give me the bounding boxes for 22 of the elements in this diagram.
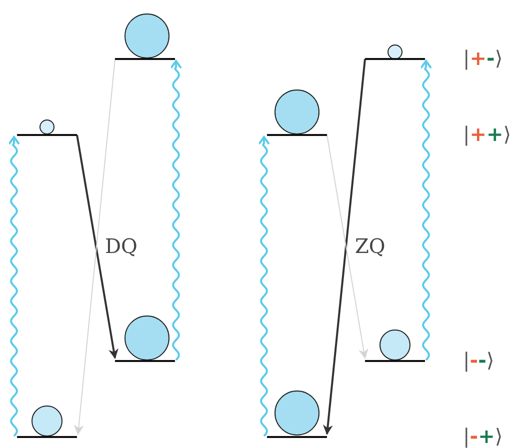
energy-level-line xyxy=(115,58,175,60)
energy-level-line xyxy=(17,436,77,438)
state-label: |--⟩ xyxy=(463,348,494,372)
arrow xyxy=(326,134,368,359)
energy-level-line xyxy=(267,134,327,136)
wavy-arrow xyxy=(420,60,432,361)
edge-label: DQ xyxy=(104,235,138,257)
state-label: |++⟩ xyxy=(463,122,512,146)
energy-level-line xyxy=(365,360,425,362)
energy-level-line xyxy=(17,134,77,136)
energy-level-line xyxy=(267,436,327,438)
state-label: |-+⟩ xyxy=(463,424,503,448)
wavy-arrow xyxy=(8,136,20,437)
wavy-arrow xyxy=(170,60,182,361)
arrow xyxy=(322,58,366,435)
arrow xyxy=(74,58,116,435)
arrow xyxy=(76,134,118,359)
state-label: |+-⟩ xyxy=(463,46,503,70)
energy-level-line xyxy=(115,360,175,362)
edge-label: ZQ xyxy=(354,235,386,257)
wavy-arrow xyxy=(258,136,270,437)
energy-level-line xyxy=(365,58,425,60)
